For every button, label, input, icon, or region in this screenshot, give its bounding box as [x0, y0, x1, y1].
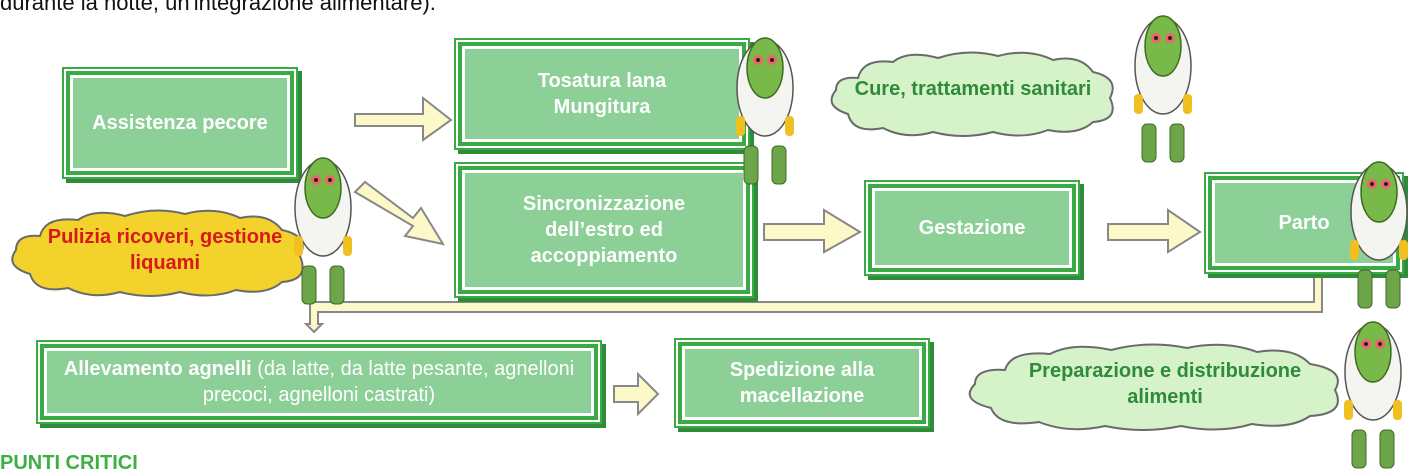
box-spedizione: Spedizione alla macellazione — [682, 346, 922, 420]
critical-heading: PUNTI CRITICI — [0, 452, 138, 474]
return-arrow — [303, 273, 1323, 334]
box-allevamento: Allevamento agnelli (da latte, da latte … — [44, 348, 594, 416]
box-sincronizzazione-label: Sincronizzazione dell’estro ed accoppiam… — [522, 193, 686, 267]
cloud-cure-label: Cure, trattamenti sanitari — [854, 78, 1092, 100]
mascot-icon — [1350, 161, 1408, 309]
arrow-to-parto — [1107, 208, 1202, 254]
box-tosatura-line1: Tosatura lana — [537, 70, 667, 92]
cloud-preparazione — [968, 343, 1339, 431]
box-spedizione-label: Spedizione alla macellazione — [729, 359, 875, 407]
mascot-icon — [736, 37, 794, 185]
box-assistenza: Assistenza pecore — [70, 75, 290, 171]
box-tosatura: Tosatura lana Mungitura — [462, 46, 742, 142]
box-gestazione-label: Gestazione — [918, 217, 1026, 239]
arrow-to-gestazione — [763, 208, 862, 254]
box-allevamento-text: Allevamento agnelli (da latte, da latte … — [47, 356, 591, 408]
mascot-icon — [1134, 15, 1192, 163]
cloud-cure — [830, 51, 1114, 137]
arrow-to-spedizione — [613, 371, 660, 417]
cloud-pulizia — [11, 209, 304, 297]
arrow-to-tosatura — [354, 95, 453, 142]
box-allevamento-bold: Allevamento agnelli — [63, 358, 252, 380]
cloud-pulizia-label: Pulizia ricoveri, gestione liquami — [47, 226, 283, 274]
box-gestazione: Gestazione — [872, 188, 1072, 268]
mascot-icon — [1344, 321, 1402, 469]
cloud-preparazione-label: Preparazione e distribuzione alimenti — [1028, 360, 1302, 408]
intro-text: durante la notte, un'integrazione alimen… — [0, 0, 436, 15]
box-parto-label: Parto — [1278, 212, 1330, 234]
box-sincronizzazione: Sincronizzazione dell’estro ed accoppiam… — [462, 170, 746, 290]
box-assistenza-label: Assistenza pecore — [92, 112, 268, 134]
arrow-to-sincronizzazione — [353, 180, 446, 246]
mascot-icon — [294, 157, 352, 305]
box-tosatura-line2: Mungitura — [553, 96, 651, 118]
box-allevamento-rest: (da latte, da latte pesante, agnelloni p… — [202, 358, 575, 406]
box-tosatura-text: Tosatura lana Mungitura — [538, 68, 667, 120]
